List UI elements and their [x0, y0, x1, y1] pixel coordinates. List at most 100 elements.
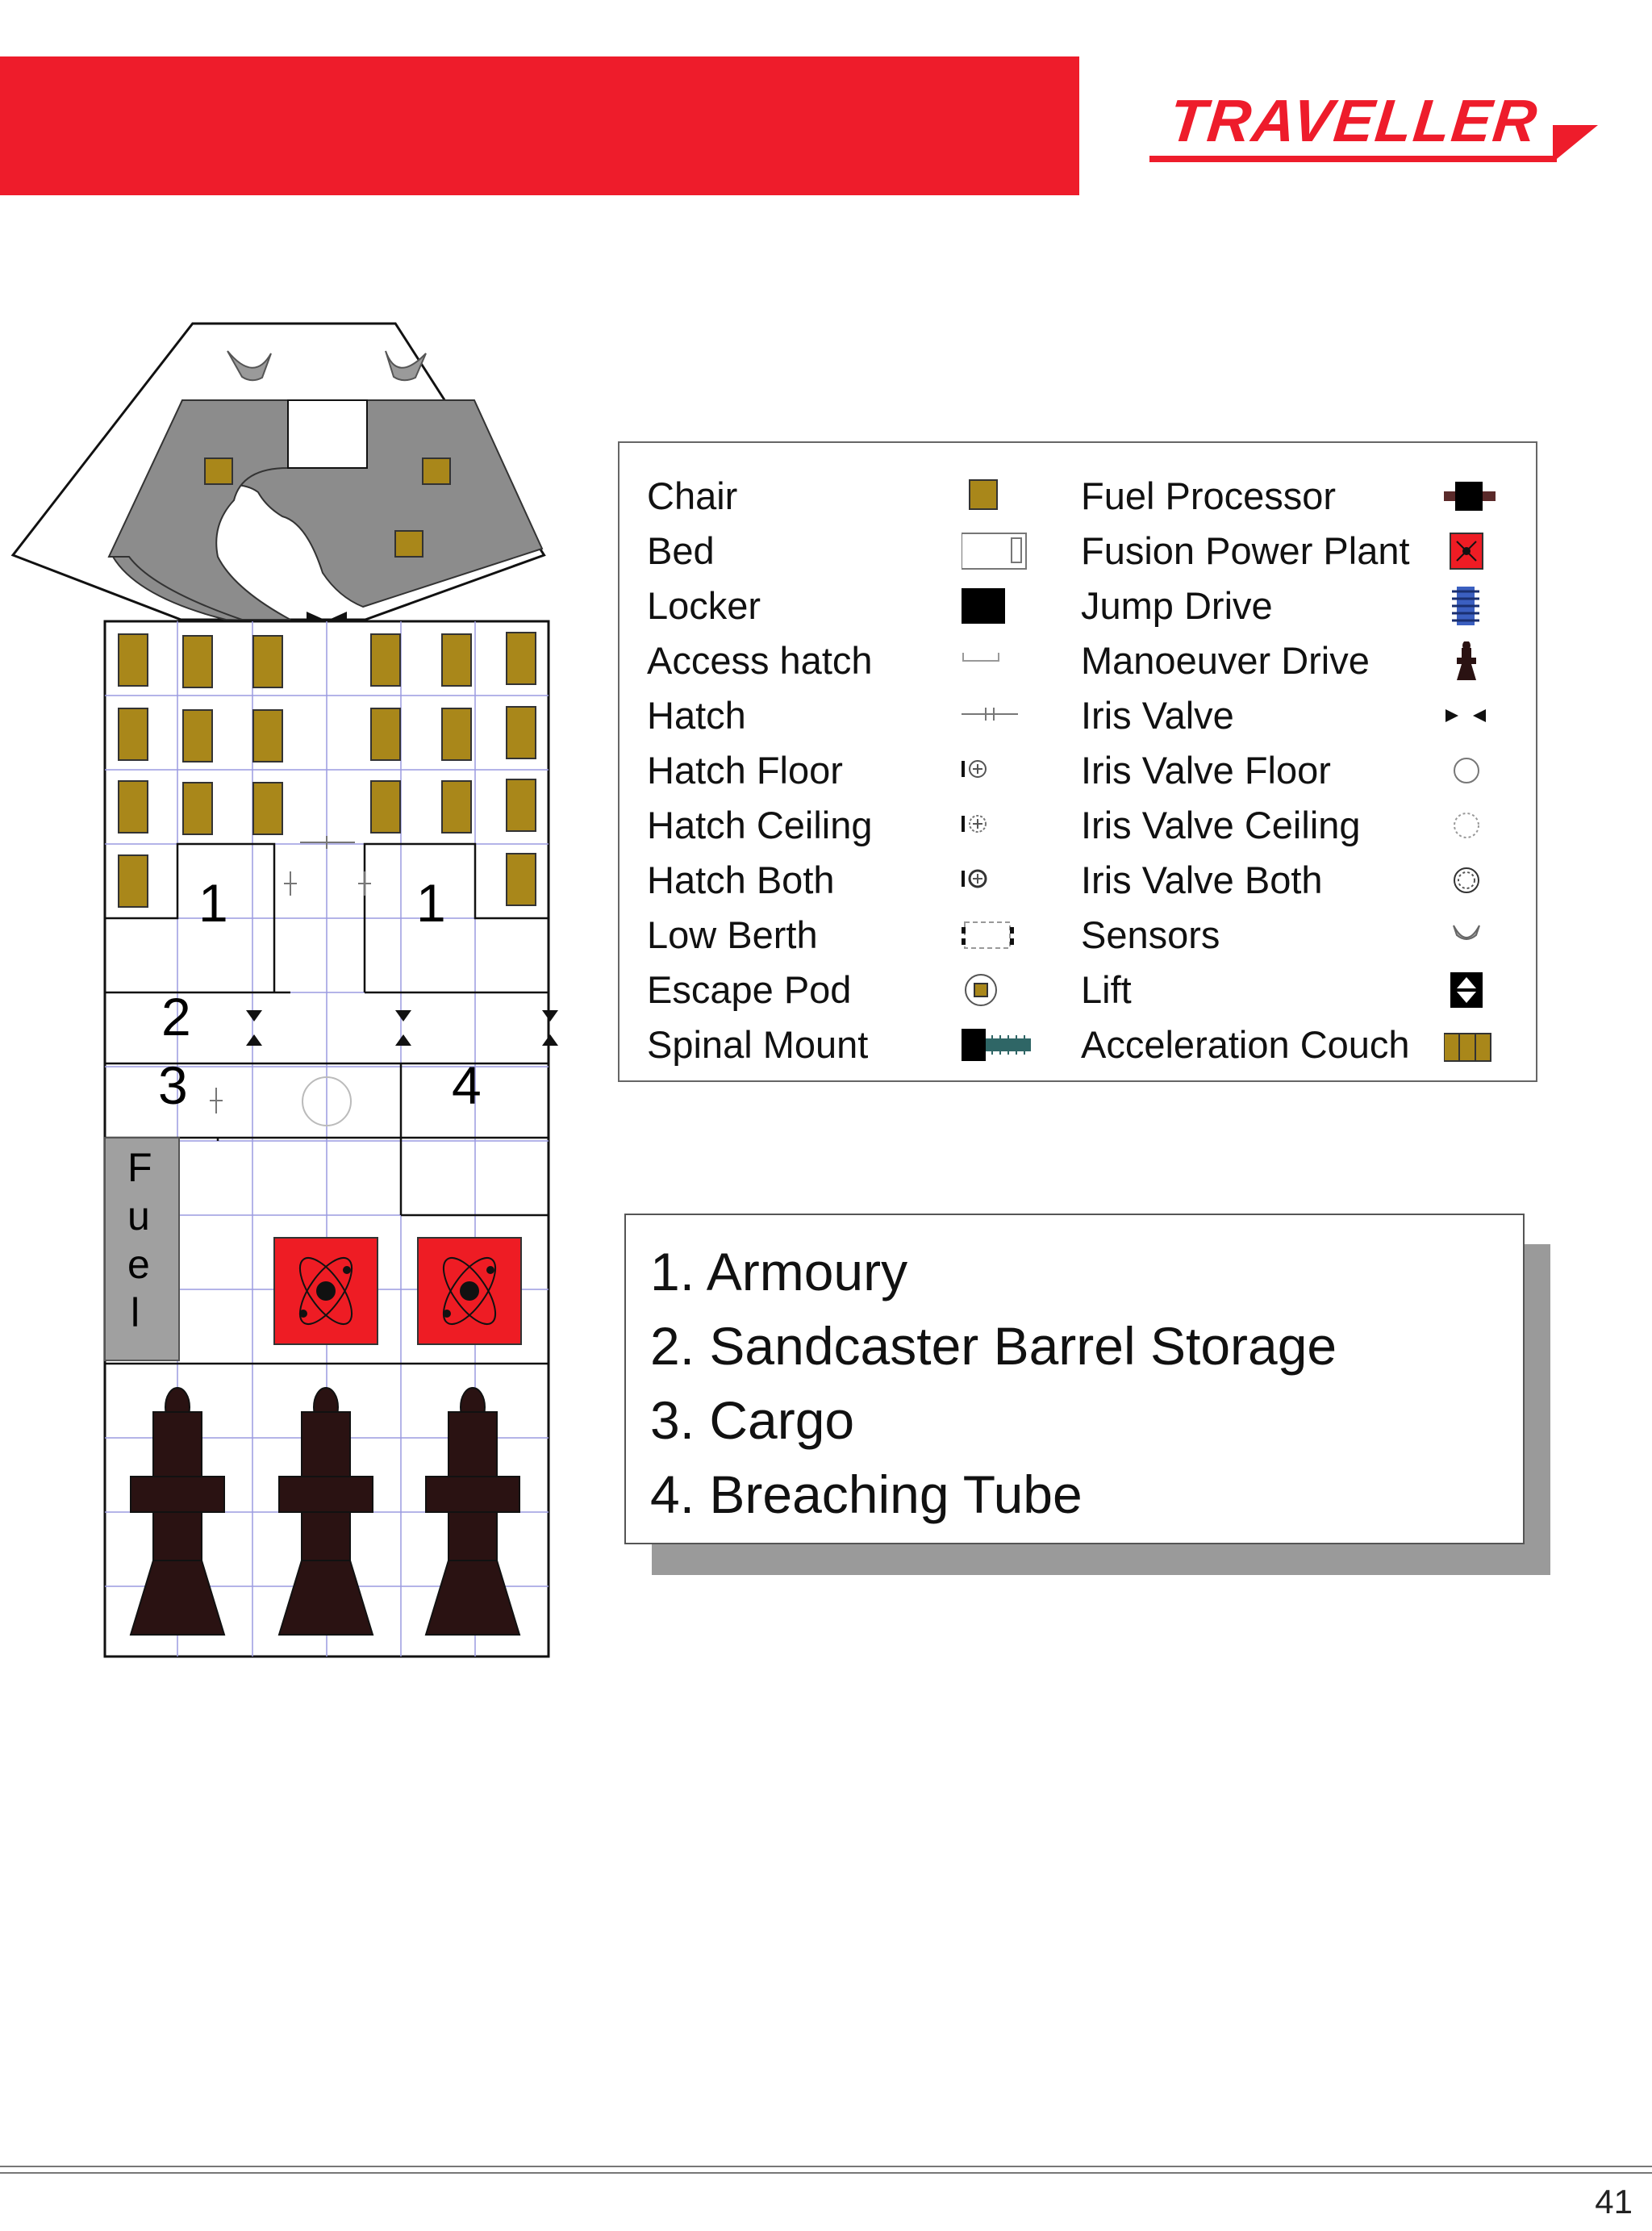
key-item-armoury: 1. Armoury — [650, 1242, 908, 1301]
legend-item: Locker — [647, 579, 1099, 633]
legend-label: Iris Valve Floor — [1081, 749, 1331, 792]
iris-valve-both-icon — [1454, 867, 1479, 893]
couch-bank — [118, 632, 536, 908]
fuel-letter: F — [127, 1145, 152, 1190]
acceleration-couch — [370, 633, 401, 687]
lift-icon — [1450, 972, 1483, 1008]
legend-label: Escape Pod — [647, 968, 852, 1011]
legend-label: Spinal Mount — [647, 1023, 869, 1066]
manoeuver-drive — [277, 1387, 374, 1636]
room-key-box: 1. Armoury 2. Sandcaster Barrel Storage … — [624, 1214, 1525, 1544]
acceleration-couch — [252, 709, 283, 762]
legend-item: Spinal Mount — [647, 1017, 1099, 1072]
iris-valve-icon — [246, 1010, 558, 1046]
legend-label: Iris Valve Ceiling — [1081, 804, 1361, 846]
locker-icon — [962, 588, 1005, 624]
hatch-ceiling-icon — [962, 815, 987, 833]
logo-underline — [1149, 156, 1557, 162]
acceleration-couch — [118, 633, 148, 687]
acceleration-couch — [506, 706, 536, 759]
bridge-floor-left — [107, 399, 291, 620]
legend-item: Fuel Processor — [1081, 469, 1533, 524]
bed-icon — [962, 533, 1027, 570]
legend-box: Chair Bed Locker Access hatch Hatch Hatc… — [618, 441, 1537, 1082]
fuel-letter: e — [127, 1242, 150, 1287]
logo-text: TRAVELLER — [1166, 87, 1541, 154]
key-item-sandcaster-storage: 2. Sandcaster Barrel Storage — [650, 1316, 1337, 1376]
legend-item: Lift — [1081, 963, 1533, 1017]
legend-label: Fusion Power Plant — [1081, 529, 1410, 572]
legend-item: Chair — [647, 469, 1099, 524]
key-item-breaching-tube: 4. Breaching Tube — [650, 1464, 1083, 1524]
legend-item: Fusion Power Plant — [1081, 524, 1533, 579]
legend-label: Low Berth — [647, 913, 818, 956]
legend-label: Hatch Both — [647, 859, 835, 901]
acceleration-couch — [441, 633, 472, 687]
acceleration-couch — [118, 780, 148, 833]
iris-valve-ceiling-icon — [1454, 813, 1479, 838]
fusion-power-plant — [273, 1237, 378, 1345]
bridge-console — [287, 399, 368, 469]
legend-item: Bed — [647, 524, 1099, 579]
legend-label: Hatch Floor — [647, 749, 843, 792]
acceleration-couch-icon — [1444, 1033, 1491, 1062]
legend-item: Hatch Both — [647, 853, 1099, 908]
room-label-breaching-tube: 4 — [452, 1055, 482, 1115]
legend-label: Iris Valve — [1081, 694, 1234, 737]
deck-plan: 1 1 2 3 4 F u e l — [10, 322, 558, 1658]
legend-label: Sensors — [1081, 913, 1220, 956]
hatch-floor-icon — [962, 760, 987, 778]
room-label-sandcaster-storage: 2 — [161, 987, 191, 1047]
legend-label: Lift — [1081, 968, 1132, 1011]
legend-label: Locker — [647, 584, 761, 627]
logo-arrow-icon — [1553, 125, 1598, 162]
acceleration-couch — [370, 708, 401, 761]
legend-item: Iris Valve — [1081, 688, 1533, 743]
hatch-icon — [210, 836, 371, 1113]
room-label-armoury-right: 1 — [416, 873, 446, 933]
fusion-power-plant — [417, 1237, 522, 1345]
traveller-logo: TRAVELLER — [1145, 85, 1605, 173]
key-item-cargo: 3. Cargo — [650, 1390, 855, 1450]
acceleration-couch — [506, 853, 536, 906]
legend-item: Access hatch — [647, 633, 1099, 688]
manoeuver-drive — [129, 1387, 226, 1636]
acceleration-couch — [370, 780, 401, 833]
hatch-icon — [962, 708, 1018, 721]
acceleration-couch — [182, 635, 213, 688]
legend-item: Manoeuver Drive — [1081, 633, 1533, 688]
footer-rule — [0, 2172, 1652, 2174]
fuel-letter: l — [131, 1290, 140, 1335]
bridge-chair — [394, 530, 423, 558]
acceleration-couch — [182, 782, 213, 835]
manoeuver-drive-icon — [1457, 641, 1476, 680]
header-banner — [0, 56, 1079, 195]
iris-valve-ceiling-icon — [302, 1076, 352, 1126]
legend-label: Chair — [647, 474, 738, 517]
bridge-chair — [204, 457, 233, 485]
fuel-processor-icon — [1444, 482, 1496, 511]
iris-valve-icon — [1446, 709, 1486, 722]
room-label-armoury-left: 1 — [198, 873, 228, 933]
legend-label: Manoeuver Drive — [1081, 639, 1370, 682]
legend-label: Access hatch — [647, 639, 873, 682]
acceleration-couch — [506, 779, 536, 832]
room-walls — [105, 842, 549, 1365]
fusion-power-plant-icon — [1450, 533, 1483, 570]
legend-item: Hatch Floor — [647, 743, 1099, 798]
acceleration-couch — [118, 854, 148, 908]
low-berth-icon — [962, 921, 1014, 949]
bridge-section — [10, 322, 546, 626]
legend-item: Escape Pod — [647, 963, 1099, 1017]
acceleration-couch — [506, 632, 536, 685]
legend-item: Hatch Ceiling — [647, 798, 1099, 853]
legend-label: Hatch — [647, 694, 746, 737]
legend-item: Hatch — [647, 688, 1099, 743]
acceleration-couch — [441, 708, 472, 761]
legend-label: Jump Drive — [1081, 584, 1273, 627]
hatch-both-icon — [962, 869, 987, 888]
legend-label: Hatch Ceiling — [647, 804, 873, 846]
legend-item: Iris Valve Both — [1081, 853, 1533, 908]
sensors-icon — [227, 350, 272, 382]
sensors-icon — [385, 350, 427, 382]
